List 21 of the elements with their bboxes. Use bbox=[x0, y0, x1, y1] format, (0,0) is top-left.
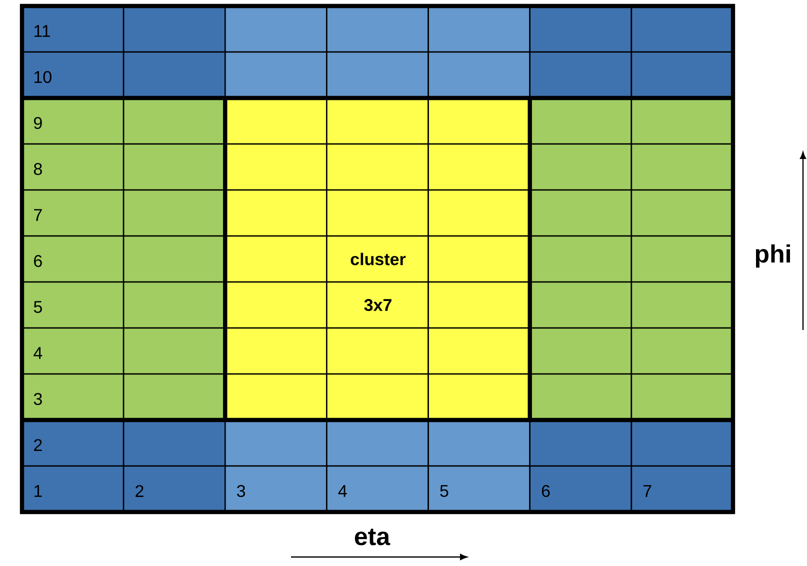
cluster-label: 3x7 bbox=[364, 298, 392, 312]
table-cell: 4 bbox=[326, 465, 429, 513]
table-cell: 9 bbox=[21, 97, 124, 145]
table-cell: 11 bbox=[21, 5, 124, 53]
axis-label: eta bbox=[354, 528, 390, 546]
table-cell: 4 bbox=[21, 327, 124, 375]
table-cell: 10 bbox=[21, 51, 124, 99]
table-cell: 7 bbox=[21, 189, 124, 237]
table-cell: 2 bbox=[122, 465, 226, 513]
table-cell: 2 bbox=[21, 419, 124, 467]
table-cell: 5 bbox=[428, 465, 531, 513]
table-cell: 6 bbox=[21, 235, 124, 283]
table-cell: 3 bbox=[21, 373, 124, 421]
axis-label: phi bbox=[756, 244, 790, 268]
table-cell: 7 bbox=[630, 465, 734, 513]
table-cell: 6 bbox=[529, 465, 632, 513]
table-cell: 8 bbox=[21, 143, 124, 191]
cluster-label: cluster bbox=[350, 252, 406, 266]
table-cell: 5 bbox=[21, 281, 124, 329]
table-cell: 3 bbox=[224, 465, 328, 513]
table-cell: 1 bbox=[21, 465, 124, 513]
